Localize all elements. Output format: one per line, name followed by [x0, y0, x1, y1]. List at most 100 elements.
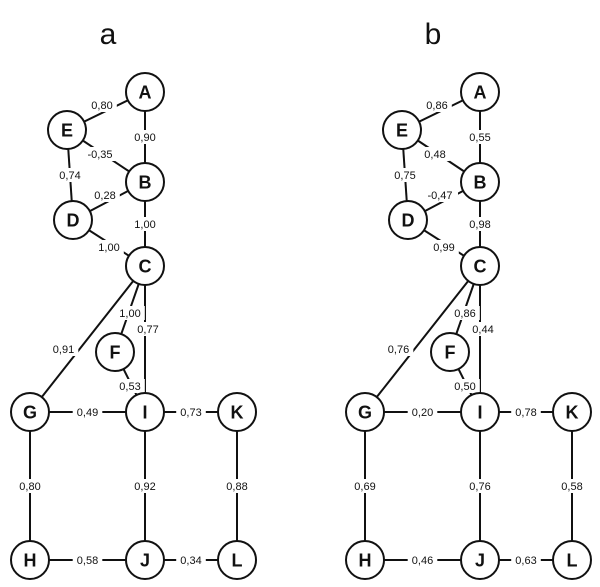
node-J: J: [125, 540, 165, 580]
edge-label-bg: [422, 188, 458, 202]
node-label: E: [396, 121, 408, 141]
node-circle: [460, 392, 500, 432]
node-I: I: [460, 392, 500, 432]
edge-label-bg: [130, 217, 160, 231]
node-E: E: [47, 110, 87, 150]
edge-label-bg: [72, 553, 103, 567]
node-B: B: [460, 162, 500, 202]
node-circle: [552, 392, 592, 432]
node-G: G: [345, 392, 385, 432]
edge-weight-A-B: 0,55: [469, 132, 490, 144]
edge-weight-J-L: 0,63: [515, 555, 536, 567]
panel-b: b0,860,550,480,75-0,470,980,990,860,440,…: [345, 18, 592, 580]
node-I: I: [125, 392, 165, 432]
edge-label-bg: [222, 479, 252, 493]
edge-weight-B-C: 1,00: [134, 219, 155, 231]
node-label: H: [359, 551, 372, 571]
node-circle: [388, 200, 428, 240]
edge-weight-C-F: 0,86: [454, 308, 475, 320]
edge-label-bg: [176, 405, 206, 419]
edge-label-bg: [94, 240, 124, 254]
edge-weight-I-K: 0,73: [180, 407, 201, 419]
node-F: F: [430, 332, 470, 372]
node-L: L: [552, 540, 592, 580]
node-circle: [47, 110, 87, 150]
edge-label-bg: [465, 479, 495, 493]
node-circle: [552, 540, 592, 580]
node-circle: [460, 72, 500, 112]
node-label: C: [474, 257, 487, 277]
edge-label-bg: [420, 147, 450, 161]
node-circle: [460, 540, 500, 580]
edge-C-G: [364, 265, 481, 413]
edge-label-bg: [450, 306, 480, 320]
node-label: D: [402, 211, 415, 231]
panel-a: a0,800,90-0,350,740,281,001,001,000,770,…: [10, 18, 257, 580]
node-circle: [217, 392, 257, 432]
edge-weight-C-I: 0,44: [472, 324, 493, 336]
edge-weight-B-D: 0,28: [94, 190, 115, 202]
node-K: K: [217, 392, 257, 432]
panel-label-b: b: [425, 18, 442, 51]
edge-weight-I-J: 0,92: [134, 481, 155, 493]
edge-label-bg: [468, 322, 498, 336]
node-circle: [345, 540, 385, 580]
edge-label-bg: [383, 342, 414, 356]
edge-label-bg: [407, 553, 438, 567]
edge-weight-G-I: 0,49: [77, 407, 98, 419]
edge-weight-E-D: 0,74: [59, 170, 80, 182]
node-circle: [382, 110, 422, 150]
node-label: F: [110, 343, 121, 363]
node-label: J: [140, 551, 150, 571]
node-circle: [125, 392, 165, 432]
node-label: I: [142, 403, 147, 423]
edge-labels: 0,800,90-0,350,740,281,001,001,000,770,9…: [15, 98, 252, 567]
node-label: L: [232, 551, 243, 571]
node-label: K: [566, 403, 579, 423]
node-circle: [10, 392, 50, 432]
node-F: F: [95, 332, 135, 372]
edge-label-bg: [557, 479, 587, 493]
node-C: C: [125, 246, 165, 286]
edge-label-bg: [115, 379, 145, 393]
node-A: A: [460, 72, 500, 112]
edge-weight-A-E: 0,80: [91, 100, 112, 112]
node-G: G: [10, 392, 50, 432]
node-label: C: [139, 257, 152, 277]
edge-weight-C-G: 0,76: [388, 344, 409, 356]
node-label: K: [231, 403, 244, 423]
edge-label-bg: [90, 188, 120, 202]
edge-weight-F-I: 0,53: [119, 381, 140, 393]
edge-weight-G-H: 0,80: [19, 481, 40, 493]
node-circle: [460, 162, 500, 202]
edge-label-bg: [87, 98, 117, 112]
node-label: A: [474, 83, 487, 103]
edge-label-bg: [407, 405, 438, 419]
edge-label-bg: [55, 168, 85, 182]
edge-label-bg: [15, 479, 45, 493]
node-label: H: [24, 551, 37, 571]
edge-label-bg: [350, 479, 380, 493]
node-E: E: [382, 110, 422, 150]
edge-weight-F-I: 0,50: [454, 381, 475, 393]
edge-label-bg: [133, 322, 163, 336]
node-H: H: [10, 540, 50, 580]
node-circle: [10, 540, 50, 580]
node-circle: [125, 540, 165, 580]
edge-weight-H-J: 0,46: [412, 555, 433, 567]
node-K: K: [552, 392, 592, 432]
edge-label-bg: [176, 553, 206, 567]
node-label: G: [23, 403, 37, 423]
edge-label-bg: [130, 130, 160, 144]
edge-weight-G-H: 0,69: [354, 481, 375, 493]
node-D: D: [388, 200, 428, 240]
node-circle: [345, 392, 385, 432]
node-label: B: [474, 173, 487, 193]
node-A: A: [125, 72, 165, 112]
edge-C-G: [29, 265, 146, 413]
node-C: C: [460, 246, 500, 286]
edge-label-bg: [115, 306, 145, 320]
node-circle: [217, 540, 257, 580]
edge-labels: 0,860,550,480,75-0,470,980,990,860,440,7…: [350, 98, 587, 567]
node-circle: [53, 200, 93, 240]
